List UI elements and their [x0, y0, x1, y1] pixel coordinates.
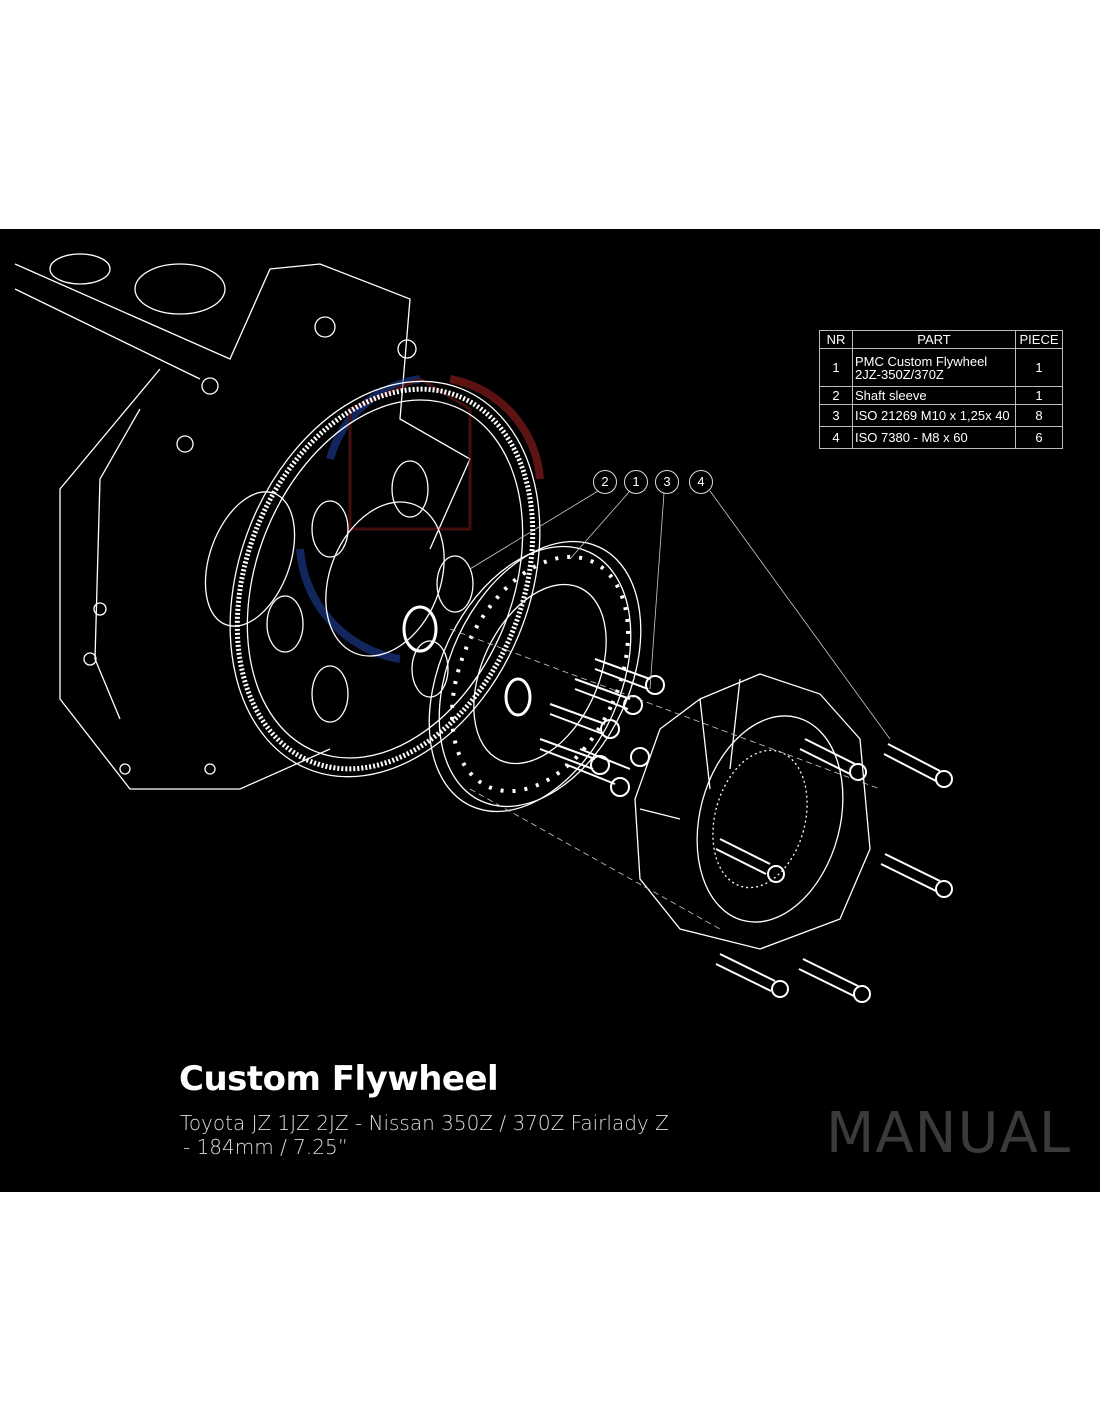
- part-line-1: PMC Custom Flywheel: [855, 353, 988, 369]
- callout-3: 3: [655, 470, 679, 494]
- cell-piece: 8: [1015, 404, 1063, 427]
- pressure-plate-bolts: [715, 738, 953, 1003]
- callout-2: 2: [593, 470, 617, 494]
- product-subtitle-line-1: Toyota JZ 1JZ 2JZ - Nissan 350Z / 370Z F…: [180, 1111, 669, 1135]
- clutch-pressure-plate: [634, 673, 871, 950]
- flywheel-bolts: [539, 658, 665, 797]
- cell-nr: 1: [819, 348, 853, 387]
- product-subtitle-line-2: - 184mm / 7.25”: [183, 1135, 349, 1159]
- cell-piece: 1: [1015, 386, 1063, 405]
- product-title: Custom Flywheel: [179, 1059, 499, 1099]
- table-header-row: NR PART PIECE: [819, 330, 1063, 349]
- header-piece: PIECE: [1015, 330, 1063, 349]
- callout-1: 1: [624, 470, 648, 494]
- part-line-2: 2JZ-350Z/370Z: [855, 366, 944, 382]
- engine-block: [14, 253, 471, 790]
- manual-badge: MANUAL: [826, 1101, 1072, 1166]
- ring-gear-flywheel: [204, 380, 541, 778]
- cell-piece: 1: [1015, 348, 1063, 387]
- cell-piece: 6: [1015, 426, 1063, 449]
- cell-nr: 2: [819, 386, 853, 405]
- cell-part: ISO 7380 - M8 x 60: [852, 426, 1016, 449]
- table-row: 3 ISO 21269 M10 x 1,25x 40 8: [819, 404, 1063, 427]
- callout-leader-lines: [449, 490, 891, 930]
- table-row: 4 ISO 7380 - M8 x 60 6: [819, 426, 1063, 449]
- table-row: 2 Shaft sleeve 1: [819, 386, 1063, 405]
- header-part: PART: [852, 330, 1016, 349]
- cell-nr: 4: [819, 426, 853, 449]
- exploded-view-drawing: [14, 253, 953, 1003]
- cell-part: Shaft sleeve: [852, 386, 1016, 405]
- callout-4: 4: [689, 470, 713, 494]
- cell-nr: 3: [819, 404, 853, 427]
- cell-part: ISO 21269 M10 x 1,25x 40: [852, 404, 1016, 427]
- custom-flywheel: [428, 540, 642, 813]
- header-nr: NR: [819, 330, 853, 349]
